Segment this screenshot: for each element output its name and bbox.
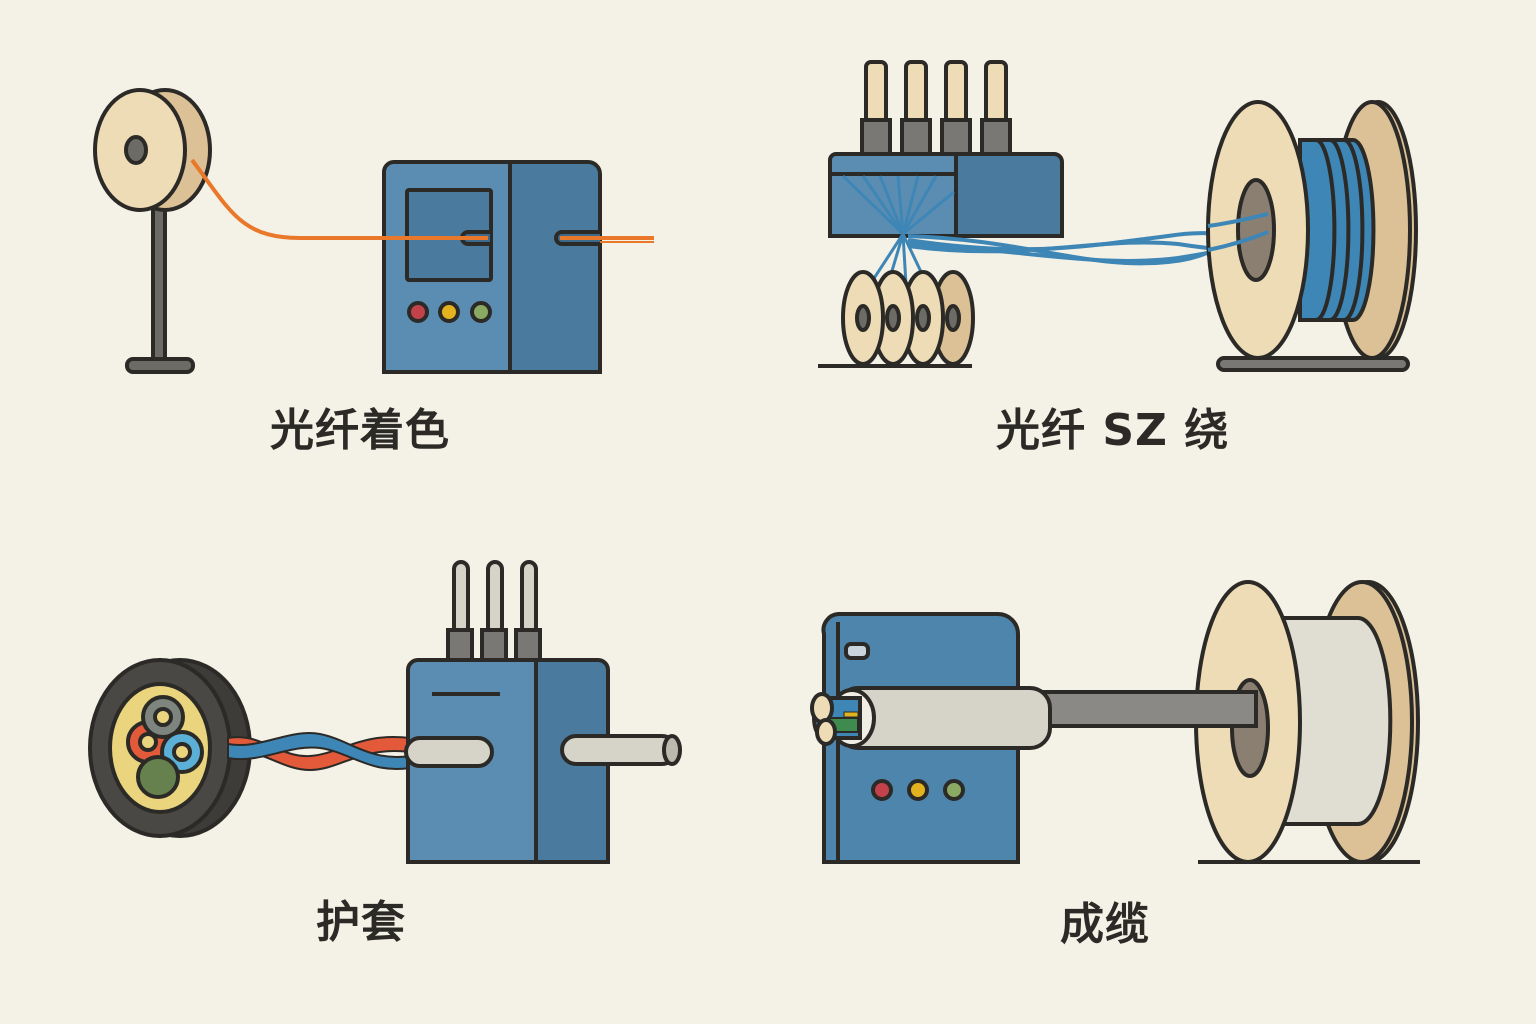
sheathing-illustration bbox=[88, 560, 682, 864]
cabling-illustration bbox=[810, 580, 1420, 864]
colored-fiber bbox=[190, 158, 480, 240]
step-fiber-coloring: 光纤着色 bbox=[0, 0, 768, 512]
step-sheathing: 护套 bbox=[0, 512, 768, 1024]
step-label: 护套 bbox=[316, 897, 406, 948]
finished-cable bbox=[1036, 690, 1258, 728]
coloring-machine-icon bbox=[381, 159, 602, 374]
step-label: 成缆 bbox=[1060, 899, 1150, 950]
step-cabling: 成缆 bbox=[768, 512, 1536, 1024]
step-sz-stranding: 光纤 SZ 绕 bbox=[768, 0, 1536, 512]
take-up-reel-icon bbox=[1206, 100, 1418, 372]
extruder-machine-icon bbox=[404, 560, 682, 864]
stranding-machine-icon bbox=[828, 60, 1064, 238]
sz-stranding-illustration bbox=[818, 60, 1418, 372]
twisted-cores bbox=[227, 732, 411, 772]
coloring-illustration bbox=[93, 88, 654, 374]
step-label: 光纤 SZ 绕 bbox=[996, 405, 1230, 456]
cable-sheath bbox=[810, 686, 1052, 750]
step-label: 光纤着色 bbox=[270, 405, 450, 456]
payoff-reel-icon bbox=[93, 88, 212, 374]
payoff-reels-icon bbox=[818, 270, 975, 368]
cable-cross-section-icon bbox=[88, 658, 252, 838]
